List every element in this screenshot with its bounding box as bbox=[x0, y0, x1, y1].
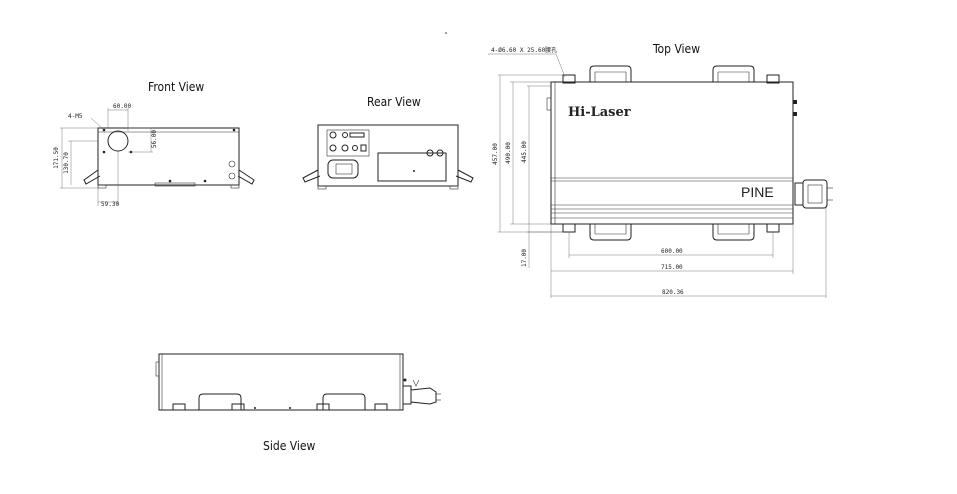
rear-fan-block bbox=[327, 159, 359, 179]
rear-chassis bbox=[317, 124, 459, 187]
side-handle-1 bbox=[198, 393, 242, 410]
rear-connector-panel bbox=[326, 129, 370, 157]
front-dim-height-total: 171.50 bbox=[53, 147, 60, 169]
front-handle-right bbox=[237, 169, 255, 185]
top-chassis bbox=[550, 81, 794, 225]
front-dim-bottom: 59.30 bbox=[101, 201, 119, 208]
top-mount-ear-2 bbox=[766, 74, 780, 84]
front-dim-width-top: 60.00 bbox=[113, 103, 131, 110]
top-dim-h4: 17.00 bbox=[521, 249, 528, 267]
top-mount-ear-4 bbox=[766, 223, 780, 233]
top-view: Top View Hi-Laser PINE bbox=[488, 42, 833, 298]
top-handle-4 bbox=[712, 224, 755, 241]
top-dim-h2: 490.00 bbox=[505, 142, 512, 164]
side-view-title: Side View bbox=[263, 439, 316, 453]
top-view-title: Top View bbox=[652, 42, 700, 56]
top-handle-2 bbox=[712, 65, 755, 82]
front-dim-offset-right: 56.00 bbox=[151, 130, 158, 148]
front-view-title: Front View bbox=[148, 80, 204, 94]
side-output-connector bbox=[410, 387, 437, 405]
top-dim-holes: 4-Ø6.60 X 25.60腰孔 bbox=[491, 46, 557, 54]
front-dim-height-inner: 130.70 bbox=[63, 152, 70, 174]
top-dim-w2: 715.00 bbox=[661, 264, 683, 271]
side-connector-base bbox=[402, 385, 412, 405]
side-chassis bbox=[158, 353, 404, 411]
front-view: Front View 60.00 56.00 4-M5 bbox=[53, 80, 255, 208]
top-brand-logo: Hi-Laser bbox=[568, 105, 631, 120]
top-dim-h1: 457.00 bbox=[492, 143, 499, 165]
side-handle-2 bbox=[322, 393, 366, 410]
front-dim-holes: 4-M5 bbox=[68, 113, 83, 120]
top-handle-3 bbox=[589, 224, 632, 241]
front-aperture bbox=[107, 130, 129, 152]
rear-handle-right bbox=[455, 169, 474, 183]
top-handle-1 bbox=[589, 65, 632, 82]
top-model-label: PINE bbox=[741, 184, 774, 200]
front-handle-left bbox=[83, 169, 101, 185]
side-view: Side View bbox=[155, 353, 441, 453]
rear-handle-left bbox=[302, 169, 321, 183]
rear-module-box bbox=[377, 152, 447, 182]
top-output-connector bbox=[802, 179, 828, 209]
top-mount-ear-1 bbox=[562, 74, 576, 84]
top-mount-ear-3 bbox=[562, 223, 576, 233]
top-dim-w1: 600.00 bbox=[661, 248, 683, 255]
rear-view: Rear View bbox=[302, 95, 474, 190]
top-dim-h3: 445.00 bbox=[521, 141, 528, 163]
front-chassis bbox=[97, 127, 240, 186]
rear-view-title: Rear View bbox=[367, 95, 421, 109]
top-dim-w3: 820.36 bbox=[662, 289, 684, 296]
